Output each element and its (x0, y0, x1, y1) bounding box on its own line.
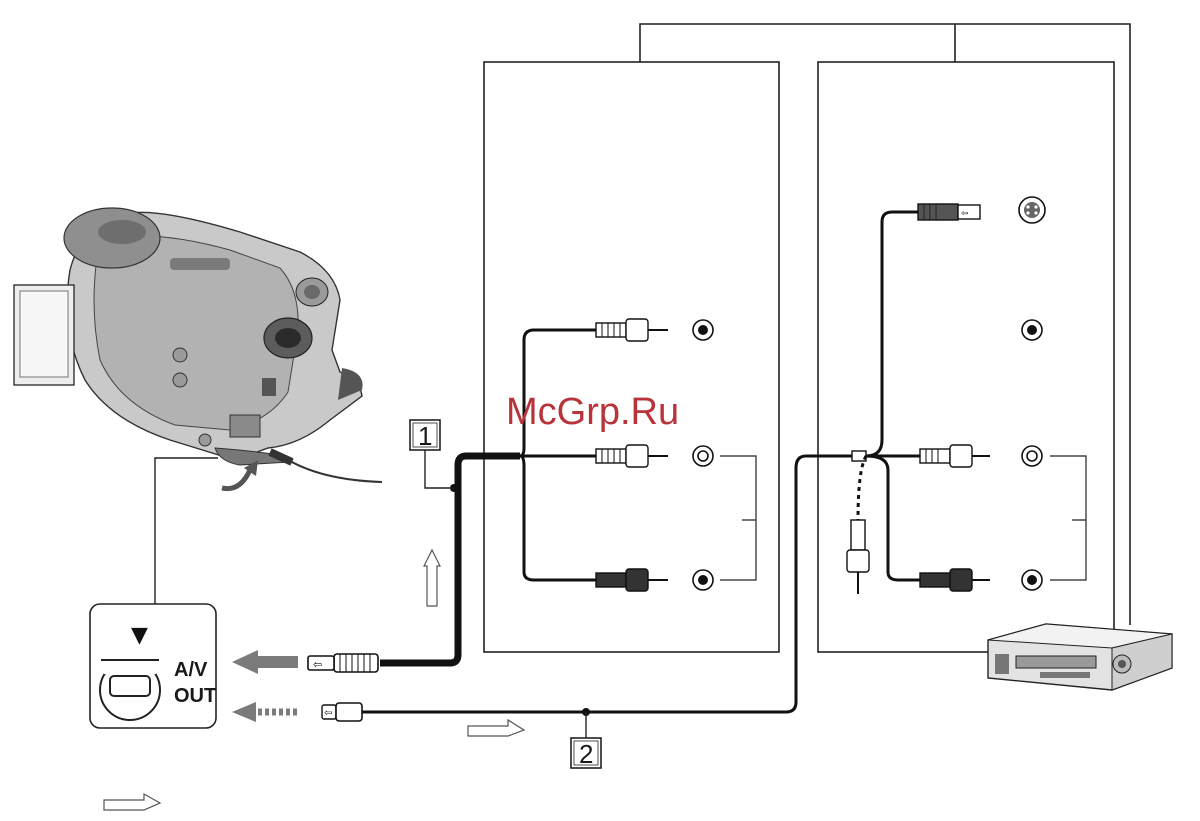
av-out-detail-box: ▼ A/V OUT (90, 604, 216, 728)
flip-open-arrow (222, 470, 250, 489)
vcr-image (988, 624, 1172, 690)
callout-2-number: 2 (579, 739, 593, 769)
callout-1-badge: 1 (410, 420, 440, 451)
solid-insert-arrow (232, 650, 298, 674)
tv-panel (484, 62, 779, 652)
tv-jack-audio-left (693, 446, 713, 466)
vcr-jack-audio-right (1022, 570, 1042, 590)
callout-1-number: 1 (418, 421, 432, 451)
svg-text:⇦: ⇦ (313, 658, 322, 671)
vcr-jack-audio-left (1022, 446, 1042, 466)
signal-flow-arrow-up (424, 550, 440, 606)
callout-2-badge: 2 (571, 738, 601, 769)
signal-flow-arrow-right (468, 720, 524, 736)
camcorder-image (14, 208, 363, 465)
svg-text:⇦: ⇦ (961, 209, 969, 219)
tv-jack-video (693, 320, 713, 340)
signal-flow-arrow-legend (104, 794, 160, 810)
svg-text:⇦: ⇦ (324, 708, 332, 719)
s-video-plug: ⇦ (918, 204, 980, 220)
vcr-s-video-jack (1019, 197, 1045, 223)
camcorder-cable (285, 458, 382, 482)
callout-1-leader (425, 448, 454, 488)
tv-jack-audio-right (693, 570, 713, 590)
down-arrow-icon: ▼ (131, 623, 148, 648)
dashed-insert-arrowhead (232, 702, 256, 722)
watermark-text: McGrp.Ru (506, 391, 679, 433)
callout-line (155, 458, 218, 604)
av-out-label-line2: OUT (174, 685, 216, 707)
av-out-label-line1: A/V (174, 659, 208, 681)
vcr-jack-video (1022, 320, 1042, 340)
